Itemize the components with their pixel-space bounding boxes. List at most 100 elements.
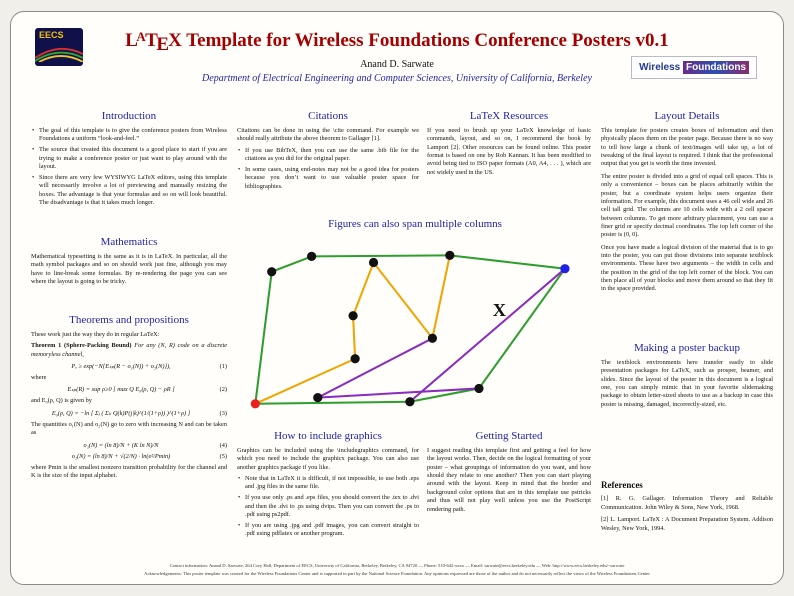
resources-title: LaTeX Resources xyxy=(469,110,549,122)
references-title: References xyxy=(601,480,643,490)
graph-node xyxy=(474,383,484,394)
citations-title: Citations xyxy=(308,110,348,122)
figure-graph-svg: X xyxy=(250,250,570,409)
wf-logo-word1: Wireless xyxy=(639,62,681,73)
theorem-text: For any (N, R) code on a discrete memory… xyxy=(31,342,227,358)
box-layout-details: Layout Details This template for posters… xyxy=(601,110,773,294)
poster: EECS LATEX Template for Wireless Foundat… xyxy=(10,11,784,585)
list-item: In some cases, using end-notes may not b… xyxy=(237,166,419,191)
latex-logo-letter: T xyxy=(145,29,158,51)
equation-1: Pₑ ≥ exp(−N{Eₛₚ(R − o₁(N)) + o₂(N)}), xyxy=(71,363,171,371)
graph-edge xyxy=(409,387,480,403)
graph-edge xyxy=(311,254,450,258)
graph-edge xyxy=(431,255,451,339)
layout-details-paragraph-1: This template for posters creates boxes … xyxy=(601,127,773,168)
list-item: The source that created this document is… xyxy=(31,146,227,171)
citations-body: Citations can be done in using the \cite… xyxy=(237,127,419,143)
list-item: The goal of this template is to give the… xyxy=(31,127,227,144)
equation-row: E₀(ρ, Q) = −ln [ Σⱼ ( Σₖ Q(k)P(j|k)^(1/(… xyxy=(31,410,227,417)
latex-logo-letter: X xyxy=(168,29,182,51)
mathematics-body: Mathematical typesetting is the same as … xyxy=(31,253,227,286)
graphics-bullets: Note that in LaTeX it is difficult, if n… xyxy=(237,475,419,539)
eecs-logo: EECS xyxy=(35,28,83,66)
citations-bullets: If you use BibTeX, then you can use the … xyxy=(237,147,419,191)
equation-3: E₀(ρ, Q) = −ln [ Σⱼ ( Σₖ Q(k)P(j|k)^(1/(… xyxy=(51,409,191,417)
graphics-body: Graphics can be included using the \incl… xyxy=(237,447,419,471)
graph-edge xyxy=(352,262,375,317)
footer-acknowledgements: Acknowledgements: This poster template w… xyxy=(144,571,650,576)
theorems-e0-text: and E₀(ρ, Q) is given by xyxy=(31,397,92,405)
latex-logo-letter: L xyxy=(125,29,138,51)
theorems-intro: These work just the way they do in regul… xyxy=(31,331,160,338)
graph-edge xyxy=(317,337,433,399)
list-item: Note that in LaTeX it is difficult, if n… xyxy=(237,475,419,492)
equation-4: o₁(N) = (ln 8)/N + (K ln N)/N xyxy=(83,441,159,449)
latex-logo-letter: E xyxy=(156,33,170,55)
graph-node xyxy=(307,251,317,262)
graph-edge xyxy=(409,267,566,403)
mathematics-title: Mathematics xyxy=(100,236,158,248)
eecs-logo-text: EECS xyxy=(39,30,64,40)
wireless-foundations-logo: Wireless Foundations xyxy=(631,56,757,79)
graph-node xyxy=(250,399,260,409)
getting-started-body: I suggest reading this template first an… xyxy=(427,447,591,513)
graph-edge xyxy=(478,268,566,390)
equation-5-number: (5) xyxy=(219,452,227,460)
resources-body: If you need to brush up your LaTeX knowl… xyxy=(427,127,591,176)
theorems-quantities-text: The quantities o₁(N) and o₂(N) go to zer… xyxy=(31,420,227,437)
poster-title-text: Template for Wireless Foundations Confer… xyxy=(181,29,669,51)
footer-contact: Contact information: Anand D. Sarwate, 2… xyxy=(169,563,625,568)
poster-author: Anand D. Sarwate xyxy=(360,59,434,70)
theorem-label: Theorem 1 (Sphere-Packing Bound) xyxy=(31,342,135,350)
box-references: References [1] R. G. Gallager. Informati… xyxy=(601,480,773,537)
layout-details-title: Layout Details xyxy=(654,110,720,122)
getting-started-title: Getting Started xyxy=(475,430,543,442)
graph-node xyxy=(445,250,455,260)
equation-2: Eₛₚ(R) = sup ρ≥0 [ max Q E₀(ρ, Q) − ρR ] xyxy=(67,386,175,394)
wf-logo-word2: Foundations xyxy=(683,61,749,74)
equation-5: o₂(N) = (ln 8)/N + √(2/N) · ln(e²/Pmin) xyxy=(71,452,171,460)
list-item: If you are using .jpg and .pdf images, y… xyxy=(237,522,419,539)
equation-row: Eₛₚ(R) = sup ρ≥0 [ max Q E₀(ρ, Q) − ρR ]… xyxy=(31,386,227,393)
graph-edge xyxy=(254,271,273,404)
layout-details-paragraph-3: Once you have made a logical division of… xyxy=(601,243,773,293)
backup-body: The textblock environments here transfer… xyxy=(601,359,773,408)
equation-3-number: (3) xyxy=(219,409,227,417)
backup-title: Making a poster backup xyxy=(634,342,740,354)
latex-logo-letter: A xyxy=(136,29,146,44)
poster-affiliation: Department of Electrical Engineering and… xyxy=(202,73,592,84)
equation-row: o₂(N) = (ln 8)/N + √(2/N) · ln(e²/Pmin) … xyxy=(31,453,227,460)
list-item: Since there are very few WYSIWYG LaTeX e… xyxy=(31,174,227,207)
box-citations: Citations Citations can be done in using… xyxy=(237,110,419,194)
layout-details-paragraph-2: The entire poster is divided into a grid… xyxy=(601,172,773,239)
theorem-statement: Theorem 1 (Sphere-Packing Bound) For any… xyxy=(31,342,227,359)
graph-edge xyxy=(255,400,410,405)
box-introduction: Introduction The goal of this template i… xyxy=(31,110,227,210)
graph-node xyxy=(313,393,323,403)
box-figure: Figures can also span multiple columns X xyxy=(237,218,593,417)
graph-edge xyxy=(449,254,566,270)
theorems-where-text: where xyxy=(31,374,47,382)
theorems-title: Theorems and propositions xyxy=(69,314,189,326)
graph-node xyxy=(560,264,570,274)
equation-2-number: (2) xyxy=(219,386,227,394)
graph-edge xyxy=(372,261,434,339)
graph-edge xyxy=(317,387,480,399)
graph-edge xyxy=(271,255,312,273)
box-resources: LaTeX Resources If you need to brush up … xyxy=(427,110,591,177)
equation-row: Pₑ ≥ exp(−N{Eₛₚ(R − o₁(N)) + o₂(N)}), (1… xyxy=(31,363,227,370)
theorems-outro: where Pmin is the smallest nonzero trans… xyxy=(31,463,227,479)
list-item: If you use only .ps and .eps files, you … xyxy=(237,494,419,519)
graphics-title: How to include graphics xyxy=(274,430,382,442)
graph-node xyxy=(350,354,360,364)
equation-4-number: (4) xyxy=(219,441,227,449)
graph-edge xyxy=(352,315,357,359)
graph-edge xyxy=(254,357,356,405)
box-getting-started: Getting Started I suggest reading this t… xyxy=(427,430,591,514)
eecs-logo-swoosh-icon xyxy=(35,47,83,63)
introduction-bullets: The goal of this template is to give the… xyxy=(31,127,227,207)
references-list: [1] R. G. Gallager. Information Theory a… xyxy=(601,495,773,533)
graph-node xyxy=(405,397,415,407)
list-item: [2] L. Lamport. LaTeX : A Document Prepa… xyxy=(601,516,773,532)
box-mathematics: Mathematics Mathematical typesetting is … xyxy=(31,236,227,286)
